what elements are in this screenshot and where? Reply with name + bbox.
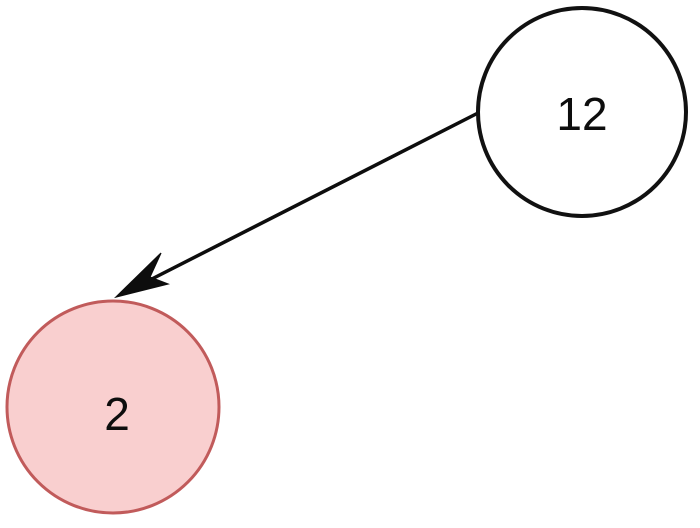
node-12-circle[interactable] (476, 6, 688, 218)
node-2[interactable]: 2 (5, 299, 221, 515)
edge-arrowhead (113, 252, 170, 299)
node-2-circle[interactable] (5, 299, 221, 515)
edge-12-to-2[interactable] (113, 111, 479, 299)
node-2-label: 2 (104, 388, 130, 440)
node-12[interactable]: 12 (476, 6, 688, 218)
node-12-label: 12 (556, 88, 607, 140)
edge-line (143, 111, 479, 285)
